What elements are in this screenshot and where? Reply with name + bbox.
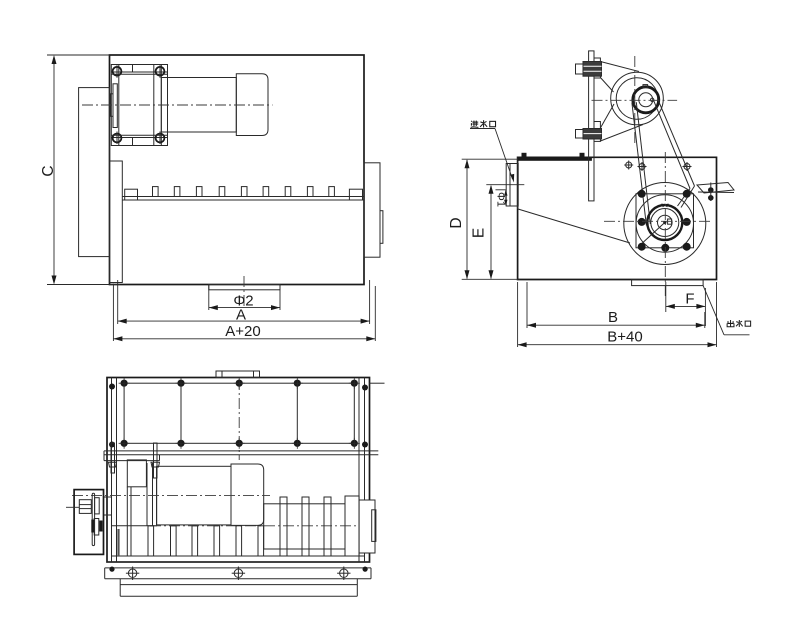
svg-text:Φ1: Φ1 [494, 192, 506, 207]
svg-text:D: D [448, 217, 465, 228]
svg-text:F: F [685, 291, 694, 308]
svg-text:A: A [236, 306, 246, 323]
svg-text:B: B [608, 309, 618, 326]
svg-text:Φ2: Φ2 [233, 292, 253, 309]
svg-text:B+40: B+40 [607, 328, 642, 345]
svg-text:E: E [471, 228, 488, 238]
svg-text:C: C [40, 165, 57, 176]
svg-text:A+20: A+20 [225, 323, 260, 340]
